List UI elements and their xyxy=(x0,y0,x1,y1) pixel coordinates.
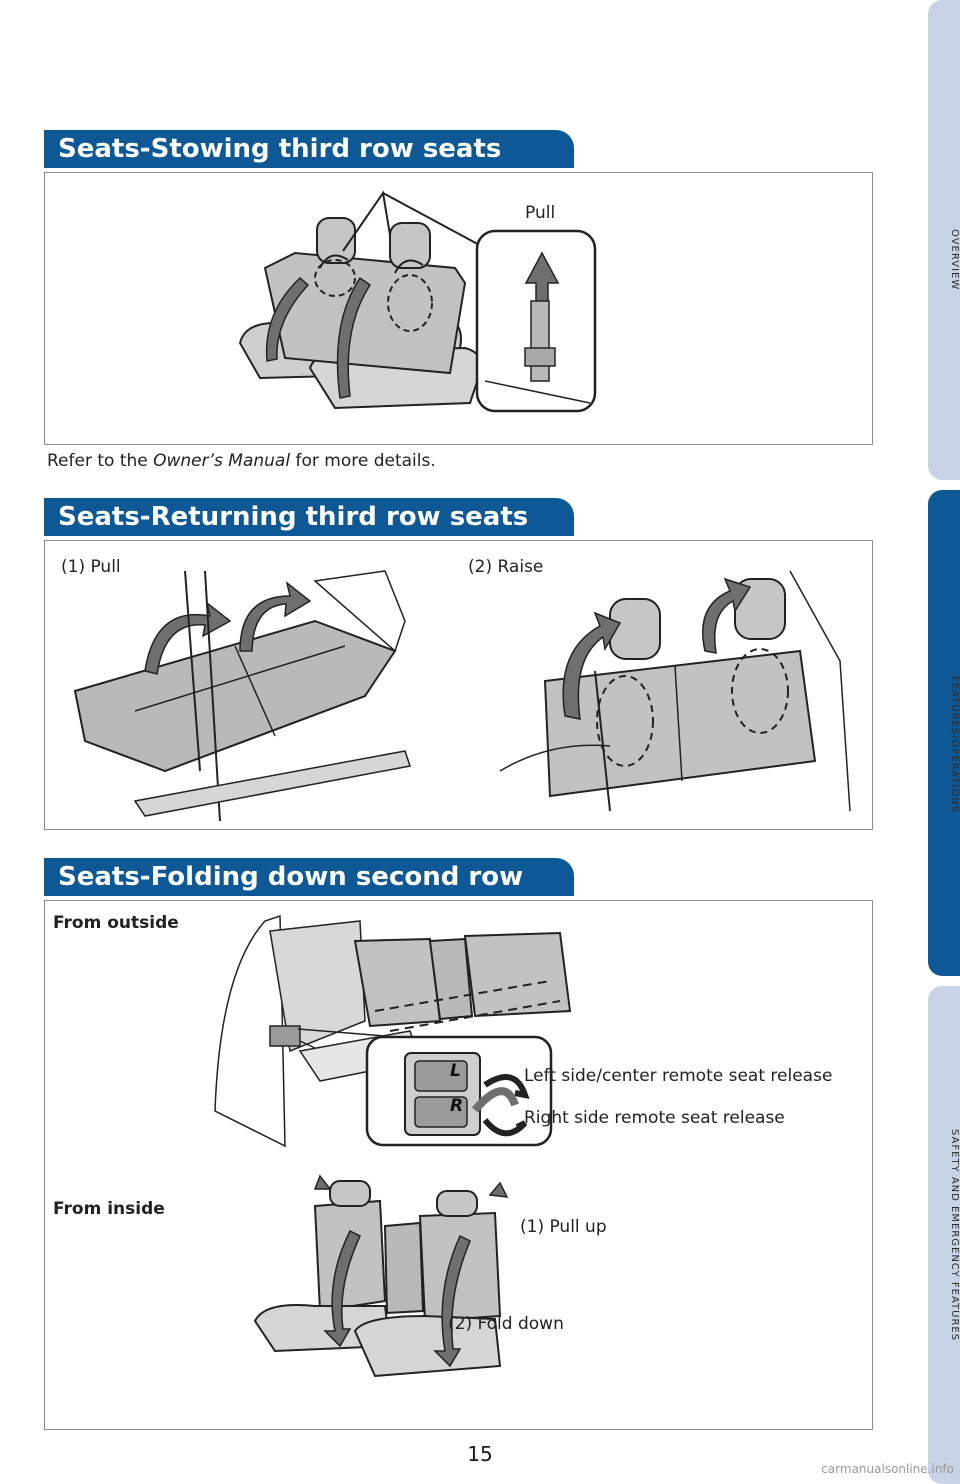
tab-features-operations-label: FEATURES/OPERATIONS xyxy=(949,676,960,814)
page-number: 15 xyxy=(467,1442,493,1466)
stowing-section-title: Seats-Stowing third row seats xyxy=(44,130,574,168)
switch-l-label: L xyxy=(450,1061,461,1081)
remote-release-callout xyxy=(365,1035,553,1147)
tab-overview-label: OVERVIEW xyxy=(949,229,960,291)
stowing-note-manual: Owner’s Manual xyxy=(153,451,291,471)
stowing-illustration-box: Pull xyxy=(44,172,873,445)
tab-overview[interactable] xyxy=(928,0,960,480)
from-outside-label: From outside xyxy=(53,913,179,933)
returning-step1-label: (1) Pull xyxy=(61,557,121,577)
returning-pull-illustration xyxy=(73,570,411,822)
right-release-label: Right side remote seat release xyxy=(524,1108,785,1128)
folding-inside-illustration xyxy=(253,1174,509,1378)
watermark: carmanualsonline.info xyxy=(821,1462,954,1476)
folding-illustration-box: From outside L R Left side/center remote… xyxy=(44,900,873,1430)
folding-section-title: Seats-Folding down second row seats xyxy=(44,858,574,930)
switch-r-label: R xyxy=(450,1096,464,1116)
stowing-pull-label: Pull xyxy=(525,203,556,223)
pull-up-label: (1) Pull up xyxy=(520,1217,607,1237)
left-center-release-label: Left side/center remote seat release xyxy=(524,1066,833,1086)
fold-down-label: (2) Fold down xyxy=(448,1314,564,1334)
stowing-note: Refer to the Owner’s Manual for more det… xyxy=(47,451,436,471)
returning-illustration-box: (1) Pull (2) Raise xyxy=(44,540,873,830)
stowing-note-before: Refer to the xyxy=(47,451,154,471)
from-inside-label: From inside xyxy=(53,1199,165,1219)
tab-features-operations[interactable] xyxy=(928,490,960,976)
stowing-note-after: for more details. xyxy=(290,451,436,471)
tab-safety-label: SAFETY AND EMERGENCY FEATURES xyxy=(949,1128,960,1342)
stowing-seat-illustration xyxy=(238,190,597,413)
returning-step2-label: (2) Raise xyxy=(468,557,544,577)
returning-section-title: Seats-Returning third row seats xyxy=(44,498,574,536)
returning-raise-illustration xyxy=(499,570,851,812)
tab-safety[interactable] xyxy=(928,986,960,1484)
